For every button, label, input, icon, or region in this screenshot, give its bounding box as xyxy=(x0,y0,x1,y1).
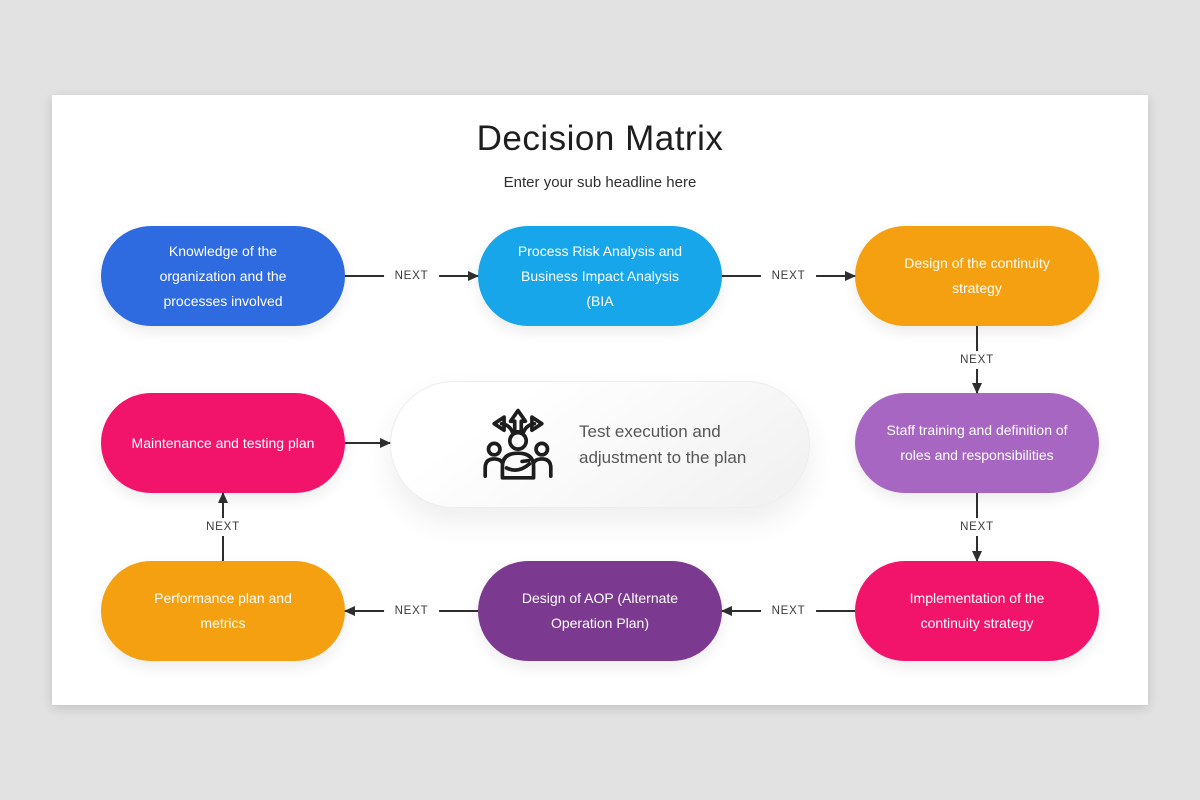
node-performance-plan[interactable]: Performance plan and metrics xyxy=(101,561,345,661)
node-label: Process Risk Analysis and Business Impac… xyxy=(517,242,683,309)
arrow-right-icon xyxy=(468,271,479,281)
next-label: NEXT xyxy=(760,270,817,282)
arrow-right-icon xyxy=(380,438,391,448)
node-label: Knowledge of the organization and the pr… xyxy=(159,242,287,309)
next-label: NEXT xyxy=(959,350,995,369)
next-label: NEXT xyxy=(383,605,440,617)
arrow-left-icon xyxy=(721,606,732,616)
node-implementation[interactable]: Implementation of the continuity strateg… xyxy=(855,561,1099,661)
connector-implementation-to-aop: NEXT xyxy=(721,605,855,617)
page-title: Decision Matrix xyxy=(476,119,724,158)
node-staff-training[interactable]: Staff training and definition of roles a… xyxy=(855,393,1099,493)
connector-process-to-design: NEXT xyxy=(722,270,856,282)
connector-performance-to-maintenance: NEXT xyxy=(205,492,241,561)
page-subtitle: Enter your sub headline here xyxy=(503,174,697,191)
connector-staff-to-implementation: NEXT xyxy=(959,493,995,562)
node-label: Test execution and adjustment to the pla… xyxy=(579,421,747,467)
node-design-aop[interactable]: Design of AOP (Alternate Operation Plan) xyxy=(478,561,722,661)
connector-knowledge-to-process: NEXT xyxy=(345,270,479,282)
next-label: NEXT xyxy=(383,270,440,282)
node-label: Design of AOP (Alternate Operation Plan) xyxy=(521,590,679,631)
connector-design-to-staff: NEXT xyxy=(959,326,995,394)
slide-canvas: Decision Matrix Enter your sub headline … xyxy=(52,95,1148,705)
node-label: Maintenance and testing plan xyxy=(131,434,315,451)
next-label: NEXT xyxy=(959,518,995,536)
choices-person-icon xyxy=(483,408,553,480)
node-knowledge[interactable]: Knowledge of the organization and the pr… xyxy=(101,226,345,326)
node-maintenance[interactable]: Maintenance and testing plan xyxy=(101,393,345,493)
connector-maintenance-to-test xyxy=(345,437,391,449)
node-process-risk-analysis[interactable]: Process Risk Analysis and Business Impac… xyxy=(478,226,722,326)
arrow-up-icon xyxy=(218,492,228,503)
connector-aop-to-performance: NEXT xyxy=(344,605,478,617)
arrow-right-icon xyxy=(845,271,856,281)
arrow-down-icon xyxy=(972,551,982,562)
next-label: NEXT xyxy=(760,605,817,617)
arrow-line xyxy=(345,442,390,444)
node-label: Performance plan and metrics xyxy=(154,590,292,631)
node-design-continuity[interactable]: Design of the continuity strategy xyxy=(855,226,1099,326)
arrow-left-icon xyxy=(344,606,355,616)
arrow-down-icon xyxy=(972,383,982,394)
node-test-execution[interactable]: Test execution and adjustment to the pla… xyxy=(390,381,810,508)
node-label: Design of the continuity strategy xyxy=(904,255,1050,296)
node-label: Implementation of the continuity strateg… xyxy=(909,590,1045,631)
node-label: Staff training and definition of roles a… xyxy=(886,422,1068,463)
next-label: NEXT xyxy=(205,518,241,536)
